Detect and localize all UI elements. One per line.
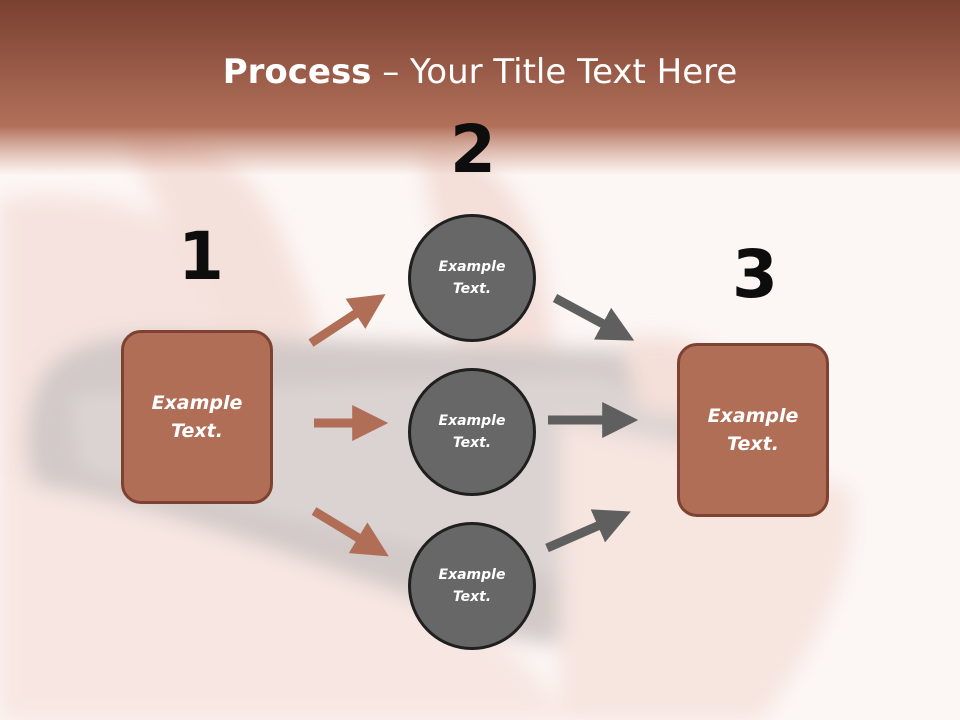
step-number-1: 1 bbox=[178, 218, 224, 295]
arrow-to-bottom-circle bbox=[311, 507, 389, 557]
arrow-top-to-box bbox=[552, 294, 635, 341]
slide-title: Process – Your Title Text Here bbox=[0, 52, 960, 92]
step-box-3: Example Text. bbox=[677, 343, 829, 517]
title-bold: Process bbox=[222, 52, 372, 92]
circle-bottom: Example Text. bbox=[408, 522, 536, 650]
step-box-1-text: Example Text. bbox=[151, 391, 243, 443]
step-box-1: Example Text. bbox=[121, 330, 273, 504]
arrow-to-top-circle bbox=[308, 294, 386, 347]
step-number-2: 2 bbox=[450, 111, 496, 188]
circle-top-text: Example Text. bbox=[438, 258, 506, 297]
step-box-3-text: Example Text. bbox=[707, 404, 799, 456]
step-number-3: 3 bbox=[732, 236, 778, 313]
circle-middle-text: Example Text. bbox=[438, 412, 506, 451]
circle-bottom-text: Example Text. bbox=[438, 566, 506, 605]
arrow-bottom-to-box bbox=[545, 509, 631, 553]
circle-middle: Example Text. bbox=[408, 368, 536, 496]
circle-top: Example Text. bbox=[408, 214, 536, 342]
title-rest: – Your Title Text Here bbox=[371, 52, 738, 92]
